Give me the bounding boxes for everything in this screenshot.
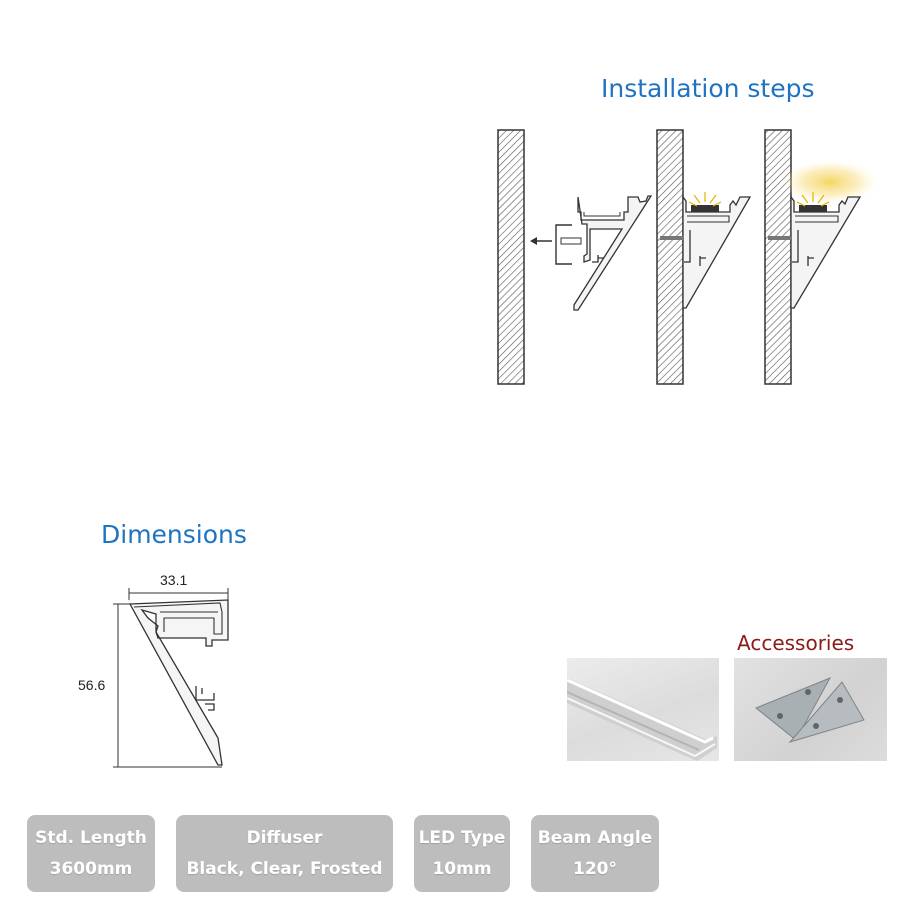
spec-std-length: Std. Length 3600mm xyxy=(27,815,155,892)
profile-cross-section xyxy=(128,599,229,766)
arrow-left-icon xyxy=(530,237,552,245)
spec-label: Std. Length xyxy=(35,827,147,848)
profile-photo xyxy=(567,658,719,761)
spec-label: LED Type xyxy=(418,827,506,848)
end-caps-photo xyxy=(734,658,887,761)
spec-value: Black, Clear, Frosted xyxy=(186,858,383,879)
light-rays-icon xyxy=(688,192,722,207)
width-label: 33.1 xyxy=(160,572,187,588)
dimensions-title: Dimensions xyxy=(101,520,247,549)
spec-label: Diffuser xyxy=(246,827,323,848)
light-glow xyxy=(782,160,878,204)
spec-value: 3600mm xyxy=(49,858,133,879)
accessories-title: Accessories xyxy=(737,631,855,655)
light-rays-icon xyxy=(796,192,830,207)
mounting-clip xyxy=(555,224,582,265)
profile-step-1 xyxy=(573,195,653,311)
wall-step-3 xyxy=(764,129,792,385)
spec-diffuser: Diffuser Black, Clear, Frosted xyxy=(176,815,393,892)
installation-title: Installation steps xyxy=(601,74,815,103)
wall-step-2 xyxy=(656,129,684,385)
wall-step-1 xyxy=(497,129,525,385)
spec-label: Beam Angle xyxy=(537,827,653,848)
height-label: 56.6 xyxy=(78,677,105,693)
profile-step-2 xyxy=(660,195,752,309)
spec-value: 120° xyxy=(573,858,617,879)
profile-step-3 xyxy=(768,195,862,309)
spec-led-type: LED Type 10mm xyxy=(414,815,510,892)
spec-beam-angle: Beam Angle 120° xyxy=(531,815,659,892)
spec-value: 10mm xyxy=(432,858,492,879)
